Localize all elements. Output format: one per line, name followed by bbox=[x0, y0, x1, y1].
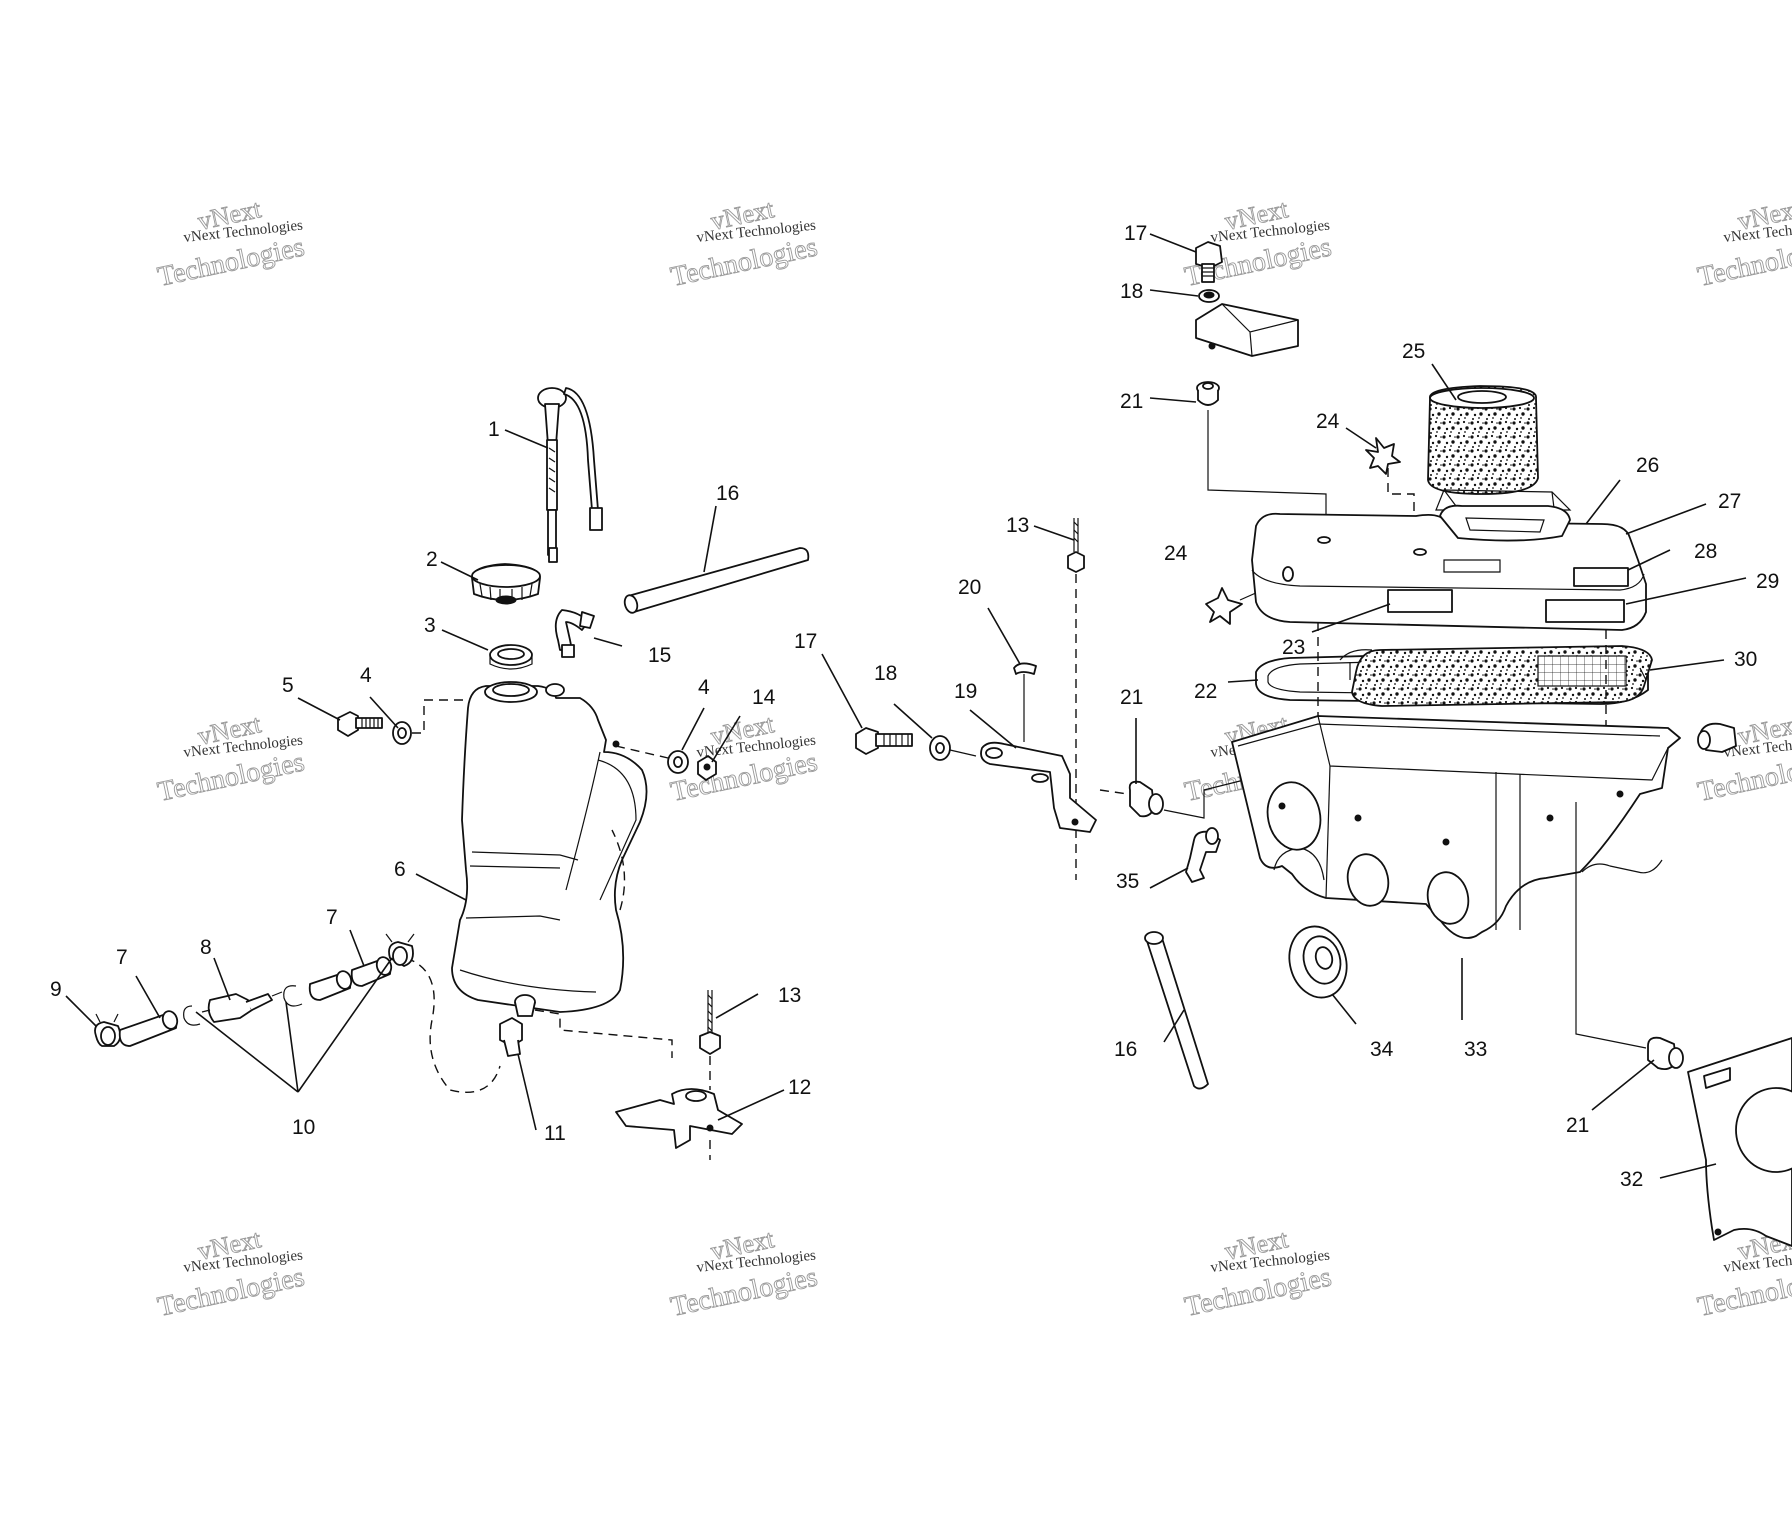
part-hose-clamp-left bbox=[94, 1013, 122, 1047]
callout-22: 22 bbox=[1194, 680, 1217, 703]
callout-17-top: 17 bbox=[1124, 222, 1147, 245]
part-top-bracket bbox=[1195, 303, 1299, 357]
part-adapter-plate bbox=[1687, 1037, 1792, 1247]
part-clip-2 bbox=[283, 985, 303, 1007]
part-wing-nut-top bbox=[1365, 437, 1401, 475]
part-bolt-left bbox=[337, 711, 383, 737]
callout-13-upper: 13 bbox=[1006, 514, 1029, 537]
callout-7-right: 7 bbox=[326, 906, 338, 929]
leader-lines bbox=[65, 233, 1747, 1179]
callout-25: 25 bbox=[1402, 340, 1425, 363]
callout-5: 5 bbox=[282, 674, 294, 697]
part-decal-28 bbox=[1573, 567, 1629, 587]
part-grommet-mid bbox=[1128, 780, 1164, 818]
callout-16-lower: 16 bbox=[1114, 1038, 1137, 1061]
part-bolt-top bbox=[1195, 241, 1223, 283]
callout-10: 10 bbox=[292, 1116, 315, 1139]
callout-24-side: 24 bbox=[1164, 542, 1188, 565]
part-dipstick-sender bbox=[537, 387, 603, 563]
callout-24-top: 24 bbox=[1316, 410, 1340, 433]
callout-14: 14 bbox=[752, 686, 776, 709]
callout-16-upper: 16 bbox=[716, 482, 739, 505]
part-clip-20 bbox=[1013, 662, 1037, 675]
part-washer-mid bbox=[929, 735, 951, 761]
callout-27: 27 bbox=[1718, 490, 1741, 513]
watermark: vNext vNext Technologies Technologies bbox=[668, 1224, 821, 1324]
part-hose-segment-left bbox=[118, 1010, 179, 1047]
callout-28: 28 bbox=[1694, 540, 1717, 563]
callout-17-mid: 17 bbox=[794, 630, 817, 653]
part-breather-elbow bbox=[1185, 827, 1221, 883]
callout-18-top: 18 bbox=[1120, 280, 1143, 303]
callout-9: 9 bbox=[50, 978, 62, 1001]
callout-13-lower: 13 bbox=[778, 984, 801, 1007]
part-large-grommet bbox=[1288, 925, 1348, 999]
callout-26: 26 bbox=[1636, 454, 1659, 477]
watermark: vNext vNext Technologies Technologies bbox=[1695, 194, 1792, 294]
watermark: vNext vNext Technologies Technologies bbox=[668, 709, 821, 809]
callout-labels: 1 2 3 4 5 4 14 6 7 7 8 9 10 11 12 13 15 … bbox=[50, 222, 1779, 1191]
part-hose-segment-mid bbox=[308, 970, 353, 1001]
callout-4: 4 bbox=[360, 664, 372, 687]
callout-20: 20 bbox=[958, 576, 981, 599]
part-bolt-vertical bbox=[1067, 518, 1085, 573]
watermark: vNext vNext Technologies Technologies bbox=[668, 194, 821, 294]
callout-21-lower: 21 bbox=[1566, 1114, 1589, 1137]
part-bolt-lower bbox=[699, 990, 721, 1055]
part-washer-right bbox=[667, 750, 689, 774]
part-washer-top bbox=[1198, 289, 1220, 303]
part-bolt-mid bbox=[855, 727, 913, 755]
callout-2: 2 bbox=[426, 548, 438, 571]
callout-11: 11 bbox=[544, 1122, 566, 1145]
callout-30: 30 bbox=[1734, 648, 1757, 671]
callout-34: 34 bbox=[1370, 1038, 1394, 1061]
callout-32: 32 bbox=[1620, 1168, 1643, 1191]
part-hose-clamp-right bbox=[385, 933, 415, 967]
part-elbow-fitting bbox=[554, 609, 595, 658]
callout-1: 1 bbox=[488, 418, 500, 441]
part-decal-23 bbox=[1387, 589, 1453, 613]
callout-35: 35 bbox=[1116, 870, 1139, 893]
callout-8: 8 bbox=[200, 936, 212, 959]
part-grommet-edge bbox=[1697, 722, 1737, 753]
callout-29: 29 bbox=[1756, 570, 1779, 593]
watermark: vNext vNext Technologies Technologies bbox=[155, 194, 308, 294]
part-drain-fitting bbox=[499, 994, 536, 1057]
watermark: vNext vNext Technologies Technologies bbox=[155, 1224, 308, 1324]
part-inline-filter bbox=[201, 991, 283, 1023]
part-oil-tank bbox=[451, 681, 648, 1013]
callout-23: 23 bbox=[1282, 636, 1305, 659]
callout-21-top: 21 bbox=[1120, 390, 1143, 413]
watermark: vNext vNext Technologies Technologies bbox=[155, 709, 308, 809]
callout-6: 6 bbox=[394, 858, 406, 881]
part-hose-segment-right bbox=[350, 956, 393, 987]
callout-33: 33 bbox=[1464, 1038, 1487, 1061]
part-grommet-lower bbox=[1647, 1036, 1684, 1071]
part-cap-gasket bbox=[489, 644, 533, 670]
callout-18-mid: 18 bbox=[874, 662, 897, 685]
part-nut-right bbox=[697, 755, 717, 781]
part-airbox-base bbox=[1231, 715, 1681, 939]
callout-12: 12 bbox=[788, 1076, 811, 1099]
part-clip-1 bbox=[183, 1005, 201, 1026]
callout-15: 15 bbox=[648, 644, 671, 667]
callout-3: 3 bbox=[424, 614, 436, 637]
callout-7-left: 7 bbox=[116, 946, 128, 969]
part-foam-panel bbox=[1339, 645, 1653, 707]
part-tank-cap bbox=[471, 563, 541, 605]
part-wing-nut-side bbox=[1205, 587, 1243, 625]
part-support-bracket bbox=[980, 741, 1097, 833]
watermark: vNext vNext Technologies Technologies bbox=[1182, 1224, 1335, 1324]
part-foam-filter bbox=[1427, 385, 1539, 495]
callout-21-mid: 21 bbox=[1120, 686, 1143, 709]
part-decal-29 bbox=[1545, 599, 1625, 623]
part-grommet-top bbox=[1196, 381, 1220, 406]
callout-4-right: 4 bbox=[698, 676, 710, 699]
part-mount-bracket bbox=[615, 1088, 743, 1149]
callout-19: 19 bbox=[954, 680, 977, 703]
part-hose-upper bbox=[623, 547, 810, 614]
part-hose-lower bbox=[1144, 931, 1209, 1090]
